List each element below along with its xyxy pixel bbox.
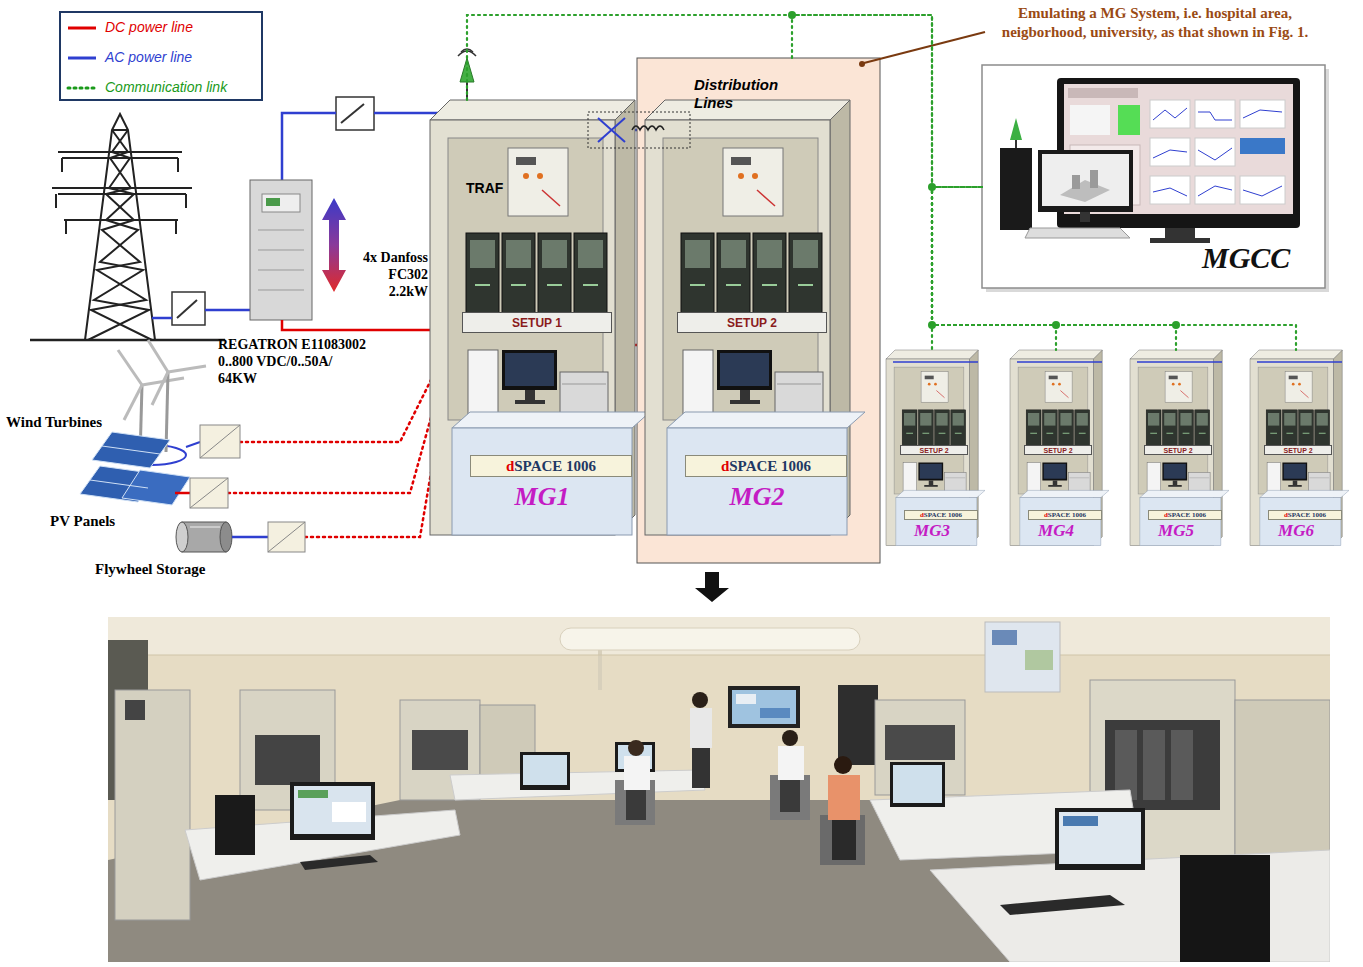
communication-link	[792, 15, 982, 187]
setup-tray: SETUP 2	[1144, 445, 1212, 455]
setup-tray: SETUP 2	[677, 312, 827, 333]
node-text: dSPACE 1006	[506, 459, 596, 474]
node-text: MG6	[1250, 521, 1342, 541]
node-text: MG4	[1010, 521, 1102, 541]
node-text: SETUP 2	[1043, 447, 1072, 454]
node-text: MG3	[886, 521, 978, 541]
dspace-bar: dSPACE 1006	[1148, 510, 1222, 520]
cabinet	[1130, 350, 1229, 546]
source-label: Wind Turbines	[6, 413, 102, 431]
cabinet	[886, 350, 985, 546]
source-label: Flywheel Storage	[95, 560, 205, 578]
node-text: dSPACE 1006	[1044, 512, 1086, 519]
node-text: MGCC	[1202, 241, 1317, 276]
node-text: SETUP 2	[1163, 447, 1192, 454]
legend-text: AC power line	[105, 49, 192, 66]
flywheel	[176, 522, 268, 552]
part-label: TRAF	[466, 180, 503, 197]
down-arrow	[695, 572, 729, 602]
leader-line	[859, 32, 985, 67]
node-text: dSPACE 1006	[1164, 512, 1206, 519]
setup-tray: SETUP 2	[1024, 445, 1092, 455]
node-text: SETUP 2	[919, 447, 948, 454]
mgcc-panel	[982, 65, 1329, 292]
cabinet	[645, 100, 865, 535]
switch	[172, 97, 374, 325]
small-bus	[893, 361, 1342, 363]
source-label: PV Panels	[50, 512, 115, 530]
communication-link	[467, 15, 982, 187]
pv-panels	[80, 432, 190, 505]
node-text: MG5	[1130, 521, 1222, 541]
cabinet	[430, 100, 650, 535]
legend-box	[60, 12, 262, 100]
microgrid-cabinet: MG5 SETUP 2 dSPACE 1006	[1130, 350, 1222, 546]
dspace-bar: dSPACE 1006	[1268, 510, 1342, 520]
dspace-bar: dSPACE 1006	[685, 455, 847, 477]
node-text: MG1	[452, 482, 632, 512]
lab-photo	[108, 617, 1330, 962]
annotation: Emulating a MG System, i.e. hospital are…	[990, 4, 1320, 42]
comm-junction	[788, 11, 1180, 329]
legend-text: DC power line	[105, 19, 193, 36]
distribution-line	[588, 112, 690, 148]
setup-tray: SETUP 1	[462, 312, 612, 333]
part-label: 4x Danfoss FC302 2.2kW	[350, 250, 428, 300]
dspace-bar: dSPACE 1006	[1028, 510, 1102, 520]
setup-tray: SETUP 2	[1264, 445, 1332, 455]
node-text: dSPACE 1006	[721, 459, 811, 474]
node-text: dSPACE 1006	[1284, 512, 1326, 519]
power-converter	[190, 425, 305, 552]
node-text: dSPACE 1006	[920, 512, 962, 519]
cabinet	[1250, 350, 1349, 546]
microgrid-cabinet: MG3 SETUP 2 dSPACE 1006	[886, 350, 978, 546]
cabinet	[1010, 350, 1109, 546]
part-label: REGATRON E11083002 0..800 VDC/0..50A/ 64…	[218, 337, 372, 387]
microgrid-cabinet: MG4 SETUP 2 dSPACE 1006	[1010, 350, 1102, 546]
setup-tray: SETUP 2	[900, 445, 968, 455]
control-center: MGCC	[982, 65, 1325, 288]
legend-text: Communication link	[105, 79, 227, 96]
dc-feeder-dotted	[228, 352, 449, 537]
dspace-bar: dSPACE 1006	[904, 510, 978, 520]
node-text: SETUP 2	[1283, 447, 1312, 454]
node-text: SETUP 1	[512, 317, 562, 329]
line-label: Distribution Lines	[694, 76, 794, 112]
microgrid-cabinet: MG1 SETUP 1 dSPACE 1006	[430, 100, 635, 535]
emulation-region	[637, 58, 880, 563]
transmission-tower	[30, 114, 225, 340]
dspace-bar: dSPACE 1006	[470, 455, 632, 477]
microgrid-region: MG2 SETUP 2 dSPACE 1006	[637, 58, 880, 563]
node-text: MG2	[667, 482, 847, 512]
node-text: SETUP 2	[727, 317, 777, 329]
regatron-supply	[250, 180, 346, 320]
microgrid-cabinet: MG6 SETUP 2 dSPACE 1006	[1250, 350, 1342, 546]
